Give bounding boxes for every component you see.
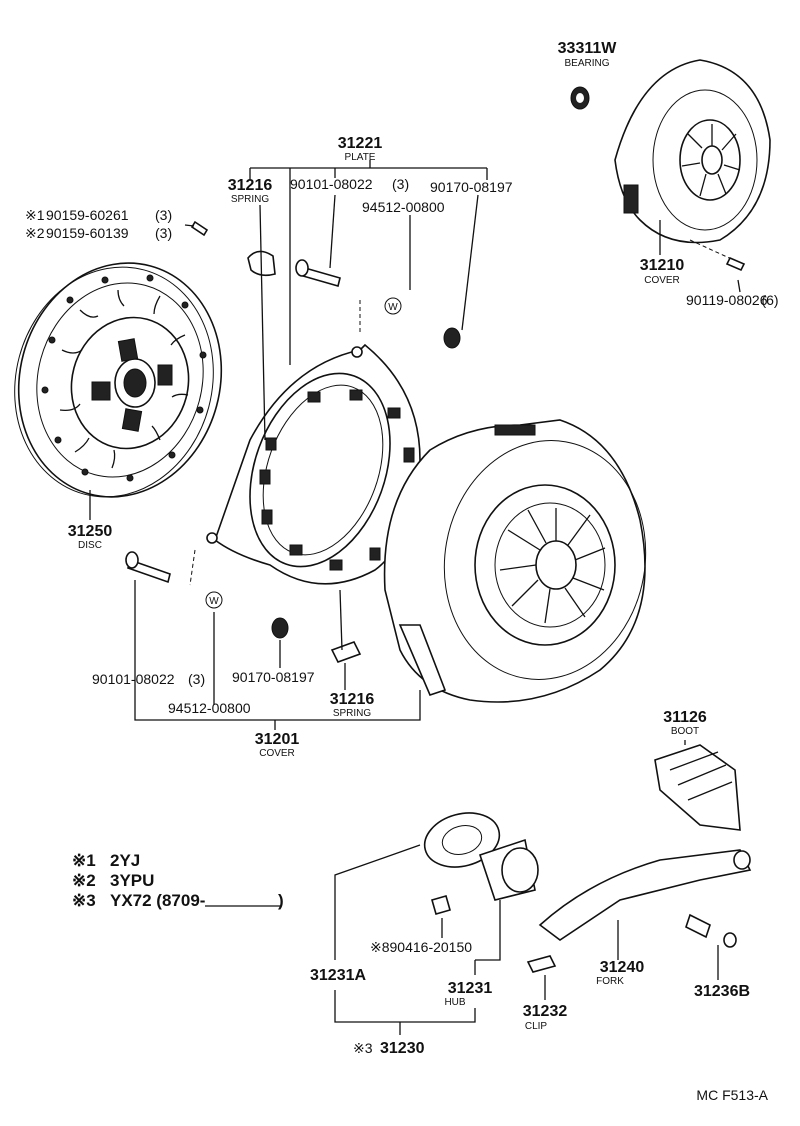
bolt-cover-qty: (6) xyxy=(761,292,778,308)
bearing-assy-number: 31231A xyxy=(310,967,366,984)
boot-number: 31126 xyxy=(663,709,707,726)
bolt-cover-number: 90119-08026 xyxy=(686,292,768,308)
bearing-name: BEARING xyxy=(564,58,609,69)
clip-name: CLIP xyxy=(525,1021,548,1032)
spring-bottom-number: 31216 xyxy=(330,691,375,708)
model-legend: ※1 2YJ ※2 3YPU ※3 YX72 (8709- ) xyxy=(72,851,284,910)
cover-top-number: 31210 xyxy=(640,257,685,274)
legend-mark-1: ※1 xyxy=(72,851,96,870)
bolt-bottom-qty: (3) xyxy=(188,671,205,687)
part-labels: 33311W BEARING 31221 PLATE 31216 SPRING … xyxy=(25,40,779,1057)
washer-symbol-top: W xyxy=(388,302,398,313)
spring-bottom-name: SPRING xyxy=(333,708,372,719)
legend-mark-3: ※3 xyxy=(72,891,96,910)
fork-number: 31240 xyxy=(600,959,645,976)
cover-bottom-name: COVER xyxy=(259,748,295,759)
screw2-number: 90159-60139 xyxy=(46,225,129,241)
fork-name: FORK xyxy=(596,976,624,987)
nut-top-number: 90170-08197 xyxy=(430,179,513,195)
assy-mark: ※3 xyxy=(353,1040,373,1056)
washer-bottom-number: 94512-00800 xyxy=(168,700,251,716)
legend-text-2: 3YPU xyxy=(110,871,154,890)
plate-name: PLATE xyxy=(345,152,376,163)
hub-name: HUB xyxy=(444,997,465,1008)
hardware-drawings xyxy=(125,220,461,663)
boot-name: BOOT xyxy=(671,726,699,737)
screw1-mark: ※1 xyxy=(25,207,45,223)
assy-number: 31230 xyxy=(380,1040,425,1057)
figure-code: MC F513-A xyxy=(696,1087,768,1103)
plate-number: 31221 xyxy=(338,135,383,152)
cover-bottom-number: 31201 xyxy=(255,731,300,748)
legend-mark-2: ※2 xyxy=(72,871,96,890)
bolt-bottom-number: 90101-08022 xyxy=(92,671,175,687)
clutch-disc-drawing xyxy=(14,262,223,498)
disc-name: DISC xyxy=(78,540,102,551)
disc-number: 31250 xyxy=(68,523,113,540)
washer-top-number: 94512-00800 xyxy=(362,199,445,215)
pivot-number: 31236B xyxy=(694,983,750,1000)
legend-text-3: YX72 (8709- xyxy=(110,891,205,910)
spring-top-name: SPRING xyxy=(231,194,270,205)
legend-close: ) xyxy=(278,891,284,910)
screw2-mark: ※2 xyxy=(25,225,45,241)
bearing-number: 33311W xyxy=(558,40,618,57)
washer-symbol-bottom: W xyxy=(209,596,219,607)
cover-top-name: COVER xyxy=(644,275,680,286)
legend-text-1: 2YJ xyxy=(110,851,140,870)
spring-top-number: 31216 xyxy=(228,177,273,194)
bolt-top-qty: (3) xyxy=(392,176,409,192)
bolt-top-number: 90101-08022 xyxy=(290,176,373,192)
screw1-qty: (3) xyxy=(155,207,172,223)
screw2-qty: (3) xyxy=(155,225,172,241)
nut-bottom-number: 90170-08197 xyxy=(232,669,315,685)
leader-lines xyxy=(89,160,741,1035)
bleeder-number: ※890416-20150 xyxy=(370,939,472,955)
cover-top-drawing xyxy=(570,59,771,272)
screw1-number: 90159-60261 xyxy=(46,207,129,223)
hub-number: 31231 xyxy=(448,980,493,997)
clutch-cover-drawing xyxy=(383,419,647,703)
clip-number: 31232 xyxy=(523,1003,568,1020)
release-assembly-drawing xyxy=(423,744,752,973)
